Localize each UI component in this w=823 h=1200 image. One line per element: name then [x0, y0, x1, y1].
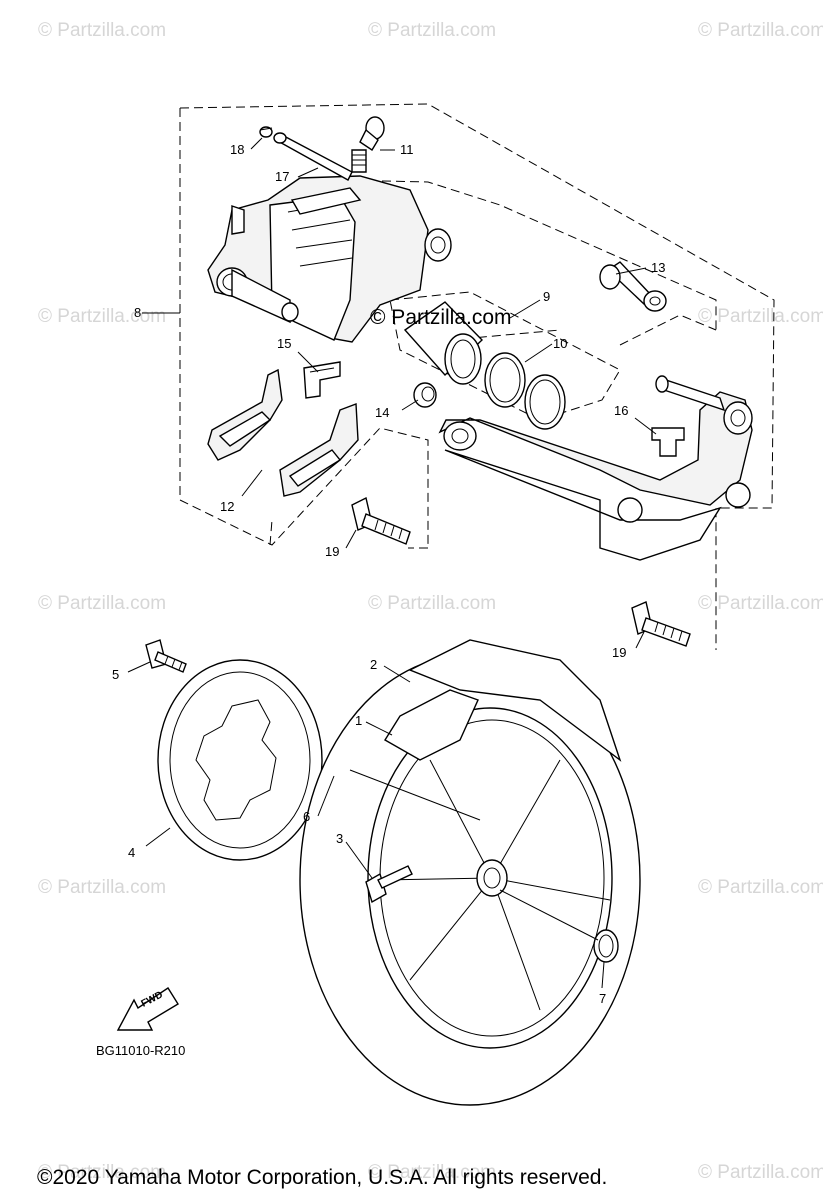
callout-6: 6: [303, 809, 311, 824]
callout-11: 11: [400, 142, 414, 157]
watermark: © Partzilla.com: [38, 1162, 167, 1183]
forward-arrow-icon: [116, 987, 179, 1031]
watermark: © Partzilla.com: [698, 306, 823, 327]
callout-13: 13: [651, 260, 666, 275]
watermark: © Partzilla.com: [698, 20, 823, 41]
callout-19: 19: [612, 645, 627, 660]
callout-9: 9: [543, 289, 551, 304]
center-watermark: © Partzilla.com: [370, 306, 512, 329]
leader-line: [349, 769, 481, 821]
watermark: © Partzilla.com: [368, 1162, 497, 1183]
callout-12: 12: [220, 499, 235, 514]
watermark: © Partzilla.com: [698, 877, 823, 898]
rear-wheel: [299, 639, 641, 1106]
brake-disc: [157, 659, 323, 861]
brake-caliper: [207, 175, 452, 343]
leader-line: [615, 267, 647, 275]
callout-16: 16: [614, 403, 629, 418]
leader-line: [509, 299, 541, 319]
piston-seal-group-boundary: [389, 291, 621, 421]
leader-line: [317, 775, 335, 817]
leader-line: [297, 167, 319, 178]
leader-line: [634, 417, 657, 435]
pad-group-boundary: [269, 519, 273, 546]
pad-support: [651, 427, 685, 457]
leader-line: [345, 529, 357, 549]
callout-19: 19: [325, 544, 340, 559]
watermark: © Partzilla.com: [38, 306, 167, 327]
watermark: © Partzilla.com: [38, 593, 167, 614]
callout-18: 18: [230, 142, 245, 157]
leader-line: [365, 721, 393, 736]
dust-seal: [524, 374, 566, 430]
callout-10: 10: [553, 336, 568, 351]
caliper-mount-bolt: [631, 601, 691, 647]
leader-line: [401, 399, 419, 411]
leader-line: [635, 631, 645, 649]
watermark: © Partzilla.com: [368, 593, 497, 614]
callout-15: 15: [277, 336, 292, 351]
caliper-group-boundary: [339, 179, 717, 330]
diagram-code: BG11010-R210: [96, 1043, 186, 1058]
leader-line: [383, 665, 411, 683]
bleed-screw: [351, 116, 385, 173]
pin-cap: [259, 126, 273, 138]
leader-line: [297, 351, 319, 373]
leader-line: [601, 961, 605, 989]
wheel-collar: [593, 929, 619, 963]
bracket-bolt: [599, 261, 667, 312]
callout-14: 14: [375, 405, 390, 420]
piston-seal: [484, 352, 526, 408]
leader-line: [241, 469, 263, 497]
watermark: © Partzilla.com: [698, 1162, 823, 1183]
watermark: © Partzilla.com: [698, 593, 823, 614]
bracket-group-boundary: [619, 314, 717, 346]
leader-line: [250, 137, 263, 150]
caliper-group-boundary: [179, 108, 429, 548]
leader-line: [145, 827, 171, 847]
caliper-group-boundary: [179, 103, 775, 650]
caliper-bracket: [438, 375, 753, 561]
callout-8: 8: [134, 305, 142, 320]
rubber-boot: [413, 382, 437, 408]
caliper-mount-bolt: [351, 496, 411, 545]
brake-pad: [279, 403, 359, 497]
callout-1: 1: [355, 713, 363, 728]
watermark: © Partzilla.com: [368, 20, 497, 41]
callout-4: 4: [128, 845, 136, 860]
caliper-piston: [403, 301, 483, 385]
leader-line: [345, 841, 373, 879]
watermark: © Partzilla.com: [38, 20, 167, 41]
callout-7: 7: [599, 991, 607, 1006]
pad-spring: [303, 361, 341, 399]
leader-line: [127, 661, 151, 673]
callout-2: 2: [370, 657, 378, 672]
hub-stud: [365, 865, 413, 904]
leader-line: [499, 889, 599, 941]
callout-3: 3: [336, 831, 344, 846]
brake-pad: [207, 368, 283, 461]
disc-bolt: [145, 639, 187, 673]
copyright-notice: ©2020 Yamaha Motor Corporation, U.S.A. A…: [37, 1166, 608, 1189]
watermark: © Partzilla.com: [38, 877, 167, 898]
callout-5: 5: [112, 667, 120, 682]
leader-line: [524, 343, 553, 363]
callout-17: 17: [275, 169, 290, 184]
